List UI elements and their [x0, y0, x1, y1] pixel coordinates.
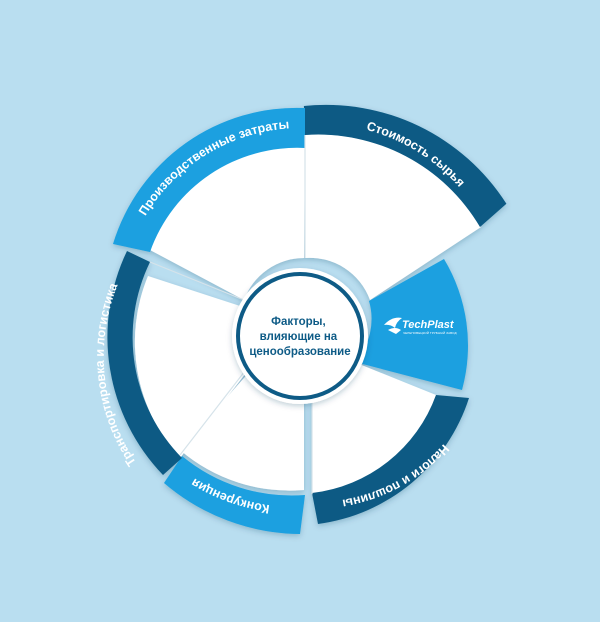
logo-tagline: ЧЕРЕПОВЕЦКИЙ ТРУБНЫЙ ЗАВОД	[403, 331, 457, 335]
segment-band-competition[interactable]	[164, 456, 305, 534]
segment-panel-logo	[355, 259, 468, 390]
center-ring	[236, 272, 364, 400]
segment-panel-raw-materials	[305, 134, 481, 300]
segment-panel-transport	[134, 276, 256, 458]
segment-dividers	[149, 135, 313, 494]
segment-band-production[interactable]	[113, 107, 305, 252]
svg-text:Факторы, влияющие на: Факторы, влияющие на ценообразование	[249, 316, 350, 358]
segment-band-raw-materials[interactable]	[303, 104, 507, 227]
center-hub: Факторы, влияющие на ценообразование	[232, 268, 368, 404]
segment-band-taxes[interactable]	[312, 395, 469, 524]
center-title-line-2: влияющие на	[260, 331, 338, 343]
center-title-line-1: Факторы,	[271, 316, 326, 328]
segment-panel-production	[150, 137, 305, 300]
center-title-line-3: ценообразование	[249, 346, 350, 358]
bird-logo-icon	[384, 317, 402, 334]
logo-name: TechPlast	[402, 319, 455, 331]
techplast-logo: TechPlast ЧЕРЕПОВЕЦКИЙ ТРУБНЫЙ ЗАВОД	[384, 317, 457, 335]
segment-band-transport[interactable]	[107, 251, 182, 475]
segment-panel-taxes	[312, 362, 436, 495]
